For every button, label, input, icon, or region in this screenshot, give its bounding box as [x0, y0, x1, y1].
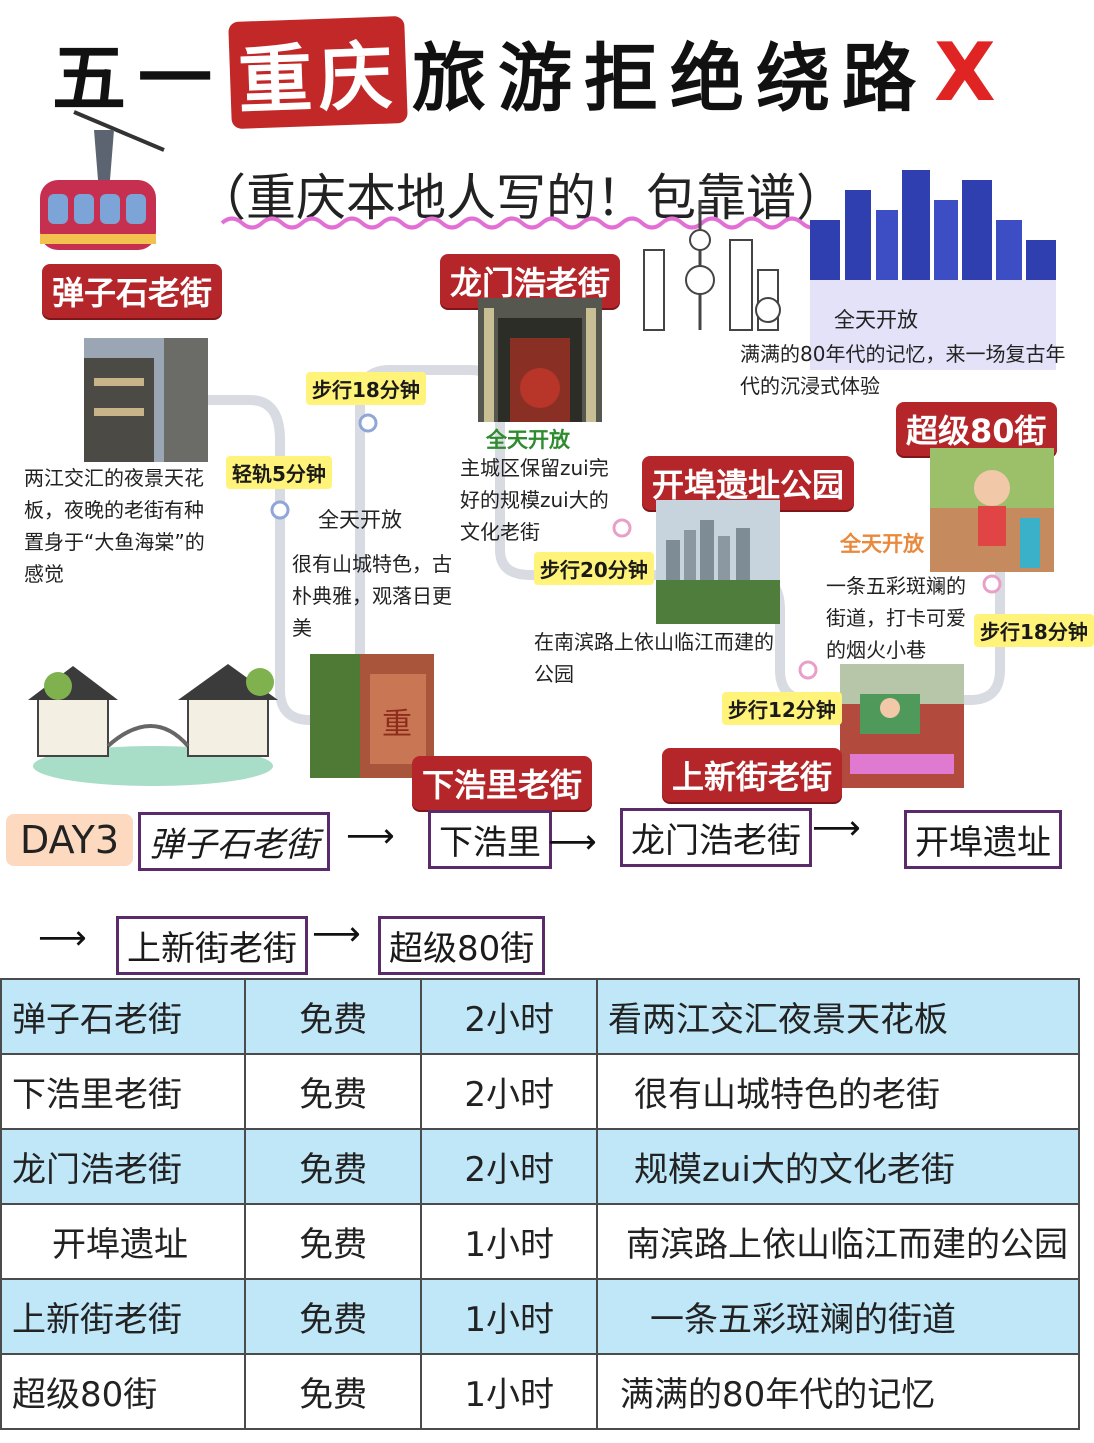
open-xiahaoli: 全天开放 — [318, 508, 402, 532]
desc-longmenhao: 主城区保留zui完好的规模zui大的文化老街 — [460, 456, 609, 544]
open-shangxinjie: 全天开放 — [840, 532, 924, 556]
x-mark-icon: X — [934, 25, 1008, 119]
cell-spot: 龙门浩老街 — [0, 1128, 246, 1205]
cell-duration: 2小时 — [420, 1128, 598, 1205]
day-label: DAY3 — [6, 814, 134, 866]
open-longmenhao: 全天开放 — [486, 428, 570, 452]
walk-label-4: 步行12分钟 — [722, 692, 842, 725]
route-stop-6: 超级80街 — [378, 916, 546, 975]
table-row: 下浩里老街 免费 2小时 很有山城特色的老街 — [0, 1053, 1080, 1130]
route-stop-3: 龙门浩老街 — [620, 808, 812, 867]
cell-note: 满满的80年代的记忆 — [596, 1353, 1080, 1430]
cell-duration: 1小时 — [420, 1353, 598, 1430]
walk-label-3: 步行20分钟 — [534, 552, 654, 585]
cell-price: 免费 — [243, 1203, 423, 1280]
photo-shangxinjie — [840, 664, 964, 788]
cell-note: 南滨路上依山临江而建的公园 — [596, 1203, 1080, 1280]
table-row: 上新街老街 免费 1小时 一条五彩斑斓的街道 — [0, 1278, 1080, 1355]
desc-super80: 满满的80年代的记忆，来一场复古年代的沉浸式体验 — [740, 342, 1066, 398]
itinerary-table: 弹子石老街 免费 2小时 看两江交汇夜景天花板 下浩里老街 免费 2小时 很有山… — [0, 978, 1080, 1430]
title-part3: 旅游拒绝绕路 — [412, 35, 928, 122]
cell-spot: 弹子石老街 — [0, 978, 246, 1055]
cell-note: 规模zui大的文化老街 — [596, 1128, 1080, 1205]
arrow-icon: ⟶ — [38, 918, 87, 958]
cell-price: 免费 — [243, 1128, 423, 1205]
route-stop-2: 下浩里 — [428, 810, 552, 869]
desc-danzishi: 两江交汇的夜景天花板，夜晚的老街有种置身于“大鱼海棠”的感觉 — [24, 466, 205, 586]
route-stop-5: 上新街老街 — [116, 916, 308, 975]
open-super80: 全天开放 — [834, 308, 918, 332]
cell-duration: 2小时 — [420, 978, 598, 1055]
walk-label-1: 轻轨5分钟 — [226, 456, 332, 489]
cell-spot: 下浩里老街 — [0, 1053, 246, 1130]
cell-note: 很有山城特色的老街 — [596, 1053, 1080, 1130]
cell-note: 一条五彩斑斓的街道 — [596, 1278, 1080, 1355]
photo-xiahaoli: 重 — [310, 654, 434, 778]
cell-price: 免费 — [243, 978, 423, 1055]
route-path — [195, 365, 1005, 725]
spot-badge-xiahaoli: 下浩里老街 — [412, 756, 593, 810]
photo-longmenhao — [478, 298, 602, 422]
title-part1: 五一 — [52, 35, 224, 122]
walk-label-2: 步行18分钟 — [306, 372, 426, 405]
subtitle: （重庆本地人写的！包靠谱） — [196, 169, 846, 227]
desc-kaibu: 在南滨路上依山临江而建的公园 — [534, 630, 774, 686]
cell-price: 免费 — [243, 1278, 423, 1355]
ancient-town-illustration — [28, 664, 278, 786]
desc-shangxinjie: 一条五彩斑斓的街道，打卡可爱的烟火小巷 — [826, 574, 966, 662]
skyline-illustration — [643, 170, 1056, 370]
table-row: 开埠遗址 免费 1小时 南滨路上依山临江而建的公园 — [0, 1203, 1080, 1280]
cable-car-illustration — [40, 110, 165, 250]
spot-badge-super80: 超级80街 — [896, 402, 1057, 456]
wavy-underline — [220, 216, 824, 230]
table-row: 超级80街 免费 1小时 满满的80年代的记忆 — [0, 1353, 1080, 1430]
photo-kaibu — [656, 500, 780, 624]
cell-price: 免费 — [243, 1353, 423, 1430]
cell-spot: 开埠遗址 — [0, 1203, 246, 1280]
table-row: 龙门浩老街 免费 2小时 规模zui大的文化老街 — [0, 1128, 1080, 1205]
desc-xiahaoli: 很有山城特色，古朴典雅，观落日更美 — [292, 552, 452, 640]
arrow-icon: ⟶ — [548, 822, 597, 862]
photo-danzishi — [84, 338, 208, 462]
cell-duration: 1小时 — [420, 1278, 598, 1355]
cell-note: 看两江交汇夜景天花板 — [596, 978, 1080, 1055]
cell-price: 免费 — [243, 1053, 423, 1130]
arrow-icon: ⟶ — [312, 914, 361, 954]
arrow-icon: ⟶ — [812, 808, 861, 848]
svg-text:重: 重 — [382, 707, 412, 742]
photo-super80 — [930, 448, 1054, 572]
page-title: 五一 重庆 旅游拒绝绕路 X — [52, 15, 1008, 129]
cell-duration: 1小时 — [420, 1203, 598, 1280]
title-city-seal: 重庆 — [228, 15, 408, 129]
spot-badge-danzishi: 弹子石老街 — [42, 264, 223, 318]
cell-spot: 上新街老街 — [0, 1278, 246, 1355]
table-row: 弹子石老街 免费 2小时 看两江交汇夜景天花板 — [0, 978, 1080, 1055]
arrow-icon: ⟶ — [346, 816, 395, 856]
route-stop-1: 弹子石老街 — [138, 812, 330, 871]
cell-spot: 超级80街 — [0, 1353, 246, 1430]
walk-label-5: 步行18分钟 — [974, 614, 1094, 647]
route-stop-4: 开埠遗址 — [904, 810, 1062, 869]
spot-badge-shangxinjie: 上新街老街 — [662, 748, 843, 802]
cell-duration: 2小时 — [420, 1053, 598, 1130]
